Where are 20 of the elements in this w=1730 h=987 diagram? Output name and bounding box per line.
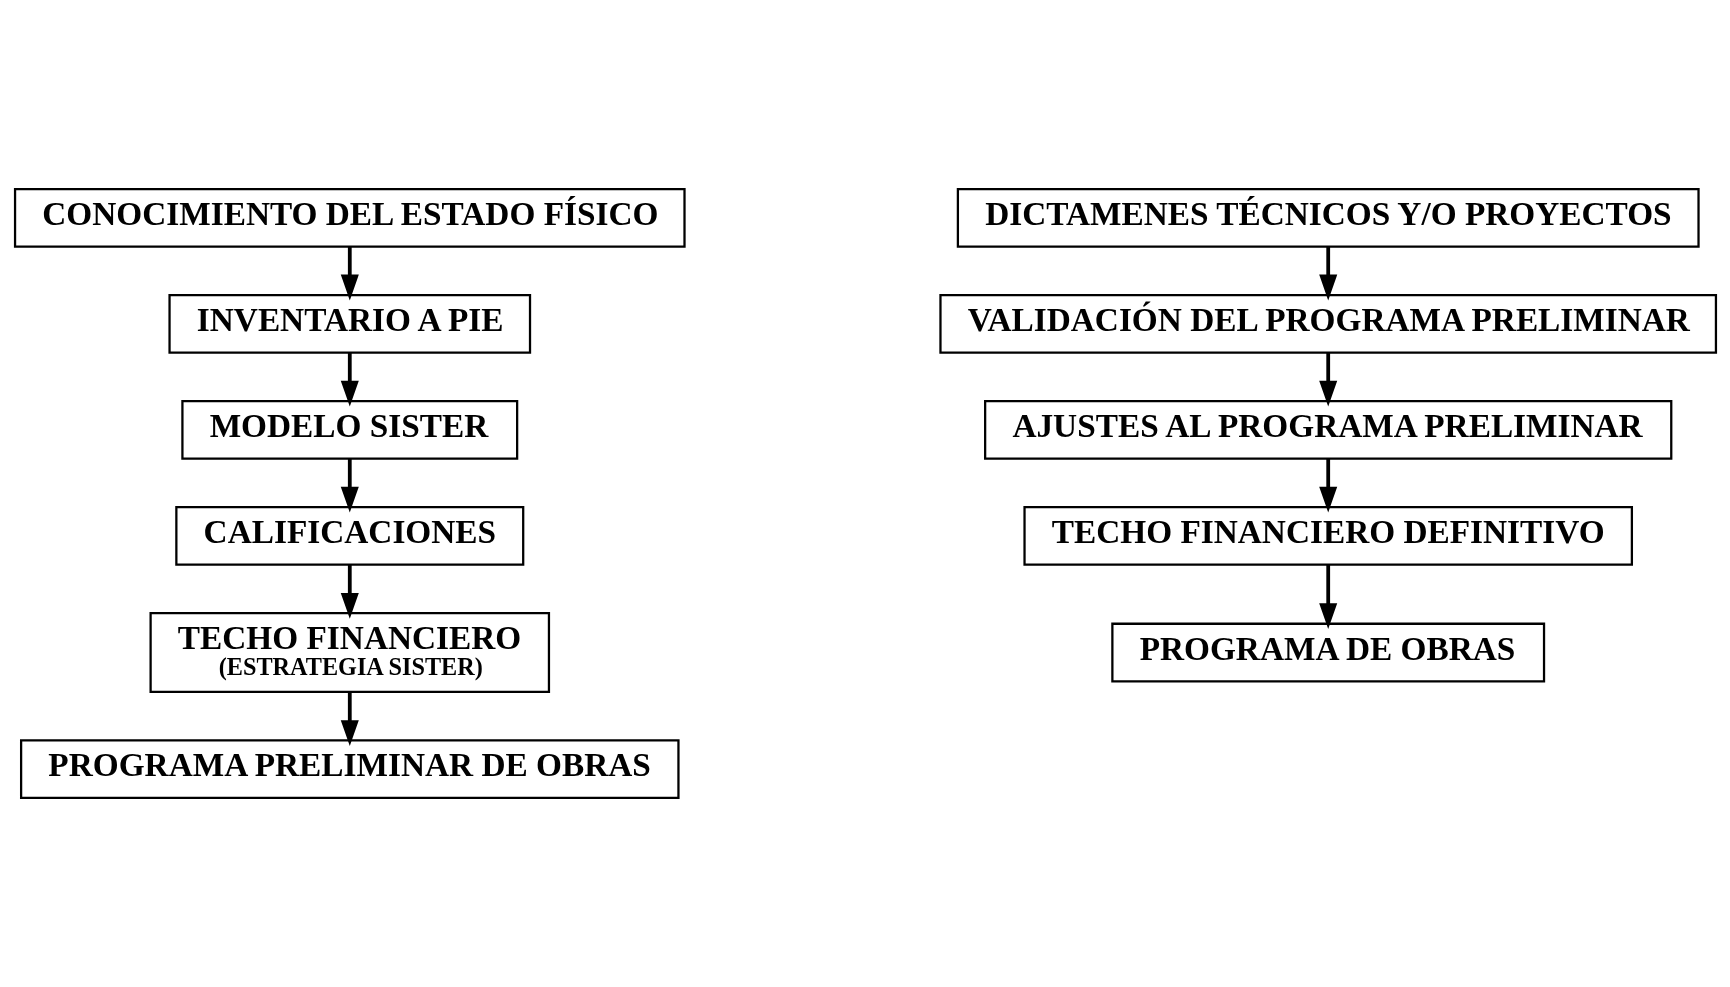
arrow: [1318, 459, 1337, 513]
node-box: PROGRAMA PRELIMINAR DE OBRAS: [19, 739, 680, 800]
arrow: [340, 246, 359, 301]
node-box: AJUSTES AL PROGRAMA PRELIMINAR: [983, 399, 1672, 460]
arrow: [340, 353, 359, 407]
node-box: CALIFICACIONES: [174, 506, 524, 566]
node-box: MODELO SISTER: [180, 399, 518, 460]
arrow: [340, 692, 359, 747]
node-box: TECHO FINANCIERO DEFINITIVO: [1022, 506, 1633, 566]
node-box: VALIDACIÓN DEL PROGRAMA PRELIMINAR: [938, 293, 1717, 354]
arrow: [340, 459, 359, 513]
node-box: PROGRAMA DE OBRAS: [1110, 622, 1545, 683]
arrow: [1318, 564, 1337, 630]
node-box: DICTAMENES TÉCNICOS Y/O PROYECTOS: [956, 187, 1700, 248]
node-box: TECHO FINANCIERO (ESTRATEGIA SISTER): [148, 612, 550, 694]
node-box: CONOCIMIENTO DEL ESTADO FÍSICO: [13, 187, 686, 248]
node-box: INVENTARIO A PIE: [167, 293, 531, 354]
arrow: [340, 564, 359, 619]
arrow: [1318, 246, 1337, 301]
arrow: [1318, 353, 1337, 407]
